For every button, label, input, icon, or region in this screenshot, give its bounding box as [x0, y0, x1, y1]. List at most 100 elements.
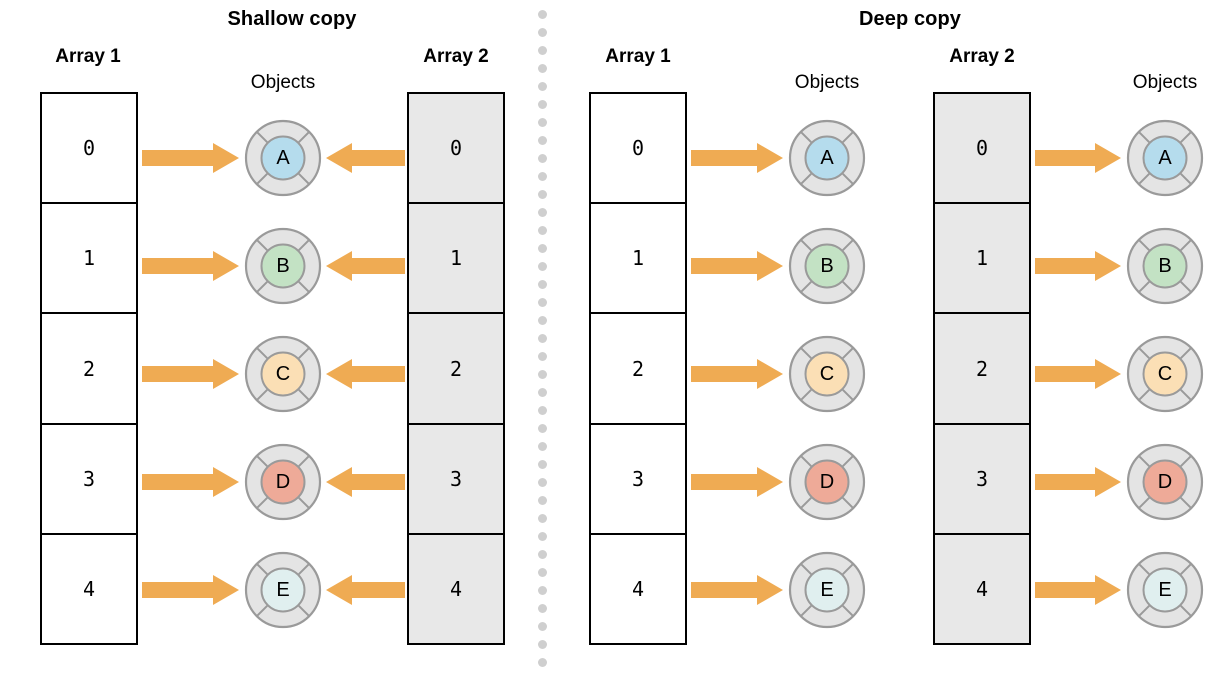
arrow-glyph — [691, 251, 783, 281]
object-icon-glyph — [1126, 335, 1204, 413]
divider-dot — [538, 262, 547, 271]
divider-dot — [538, 10, 547, 19]
arrow-right — [142, 573, 239, 607]
divider-dot — [538, 640, 547, 649]
arrow-glyph — [1035, 143, 1121, 173]
array-cell: 1 — [409, 204, 503, 315]
divider-dot — [538, 172, 547, 181]
panel-title-deep: Deep copy — [858, 8, 962, 30]
array-cell: 1 — [935, 204, 1029, 315]
divider-dot — [538, 442, 547, 451]
array-cell: 3 — [409, 425, 503, 535]
arrow-glyph — [691, 467, 783, 497]
array-cell: 0 — [591, 94, 685, 205]
arrow-glyph — [1035, 575, 1121, 605]
divider-dot — [538, 388, 547, 397]
arrow-right — [691, 357, 783, 391]
divider-dot — [538, 352, 547, 361]
object-icon-C: C — [787, 334, 867, 414]
divider-dot — [538, 154, 547, 163]
array-cell: 3 — [42, 425, 136, 535]
array-cell: 0 — [42, 94, 136, 205]
object-icon-glyph — [244, 443, 322, 521]
divider-dot — [538, 550, 547, 559]
object-icon-glyph — [788, 227, 866, 305]
arrow-right — [142, 465, 239, 499]
arrow-glyph — [142, 251, 239, 281]
divider-dot — [538, 82, 547, 91]
divider-dot — [538, 334, 547, 343]
arrow-right — [691, 465, 783, 499]
array-cell: 4 — [449, 576, 463, 601]
divider-dot — [538, 280, 547, 289]
divider-dot — [538, 370, 547, 379]
divider-dot — [538, 424, 547, 433]
arrow-glyph — [691, 359, 783, 389]
divider-dot — [538, 298, 547, 307]
arrow-glyph — [142, 359, 239, 389]
arrow-glyph — [326, 467, 405, 497]
array-cell: 4 — [975, 576, 989, 601]
arrow-right — [1035, 249, 1121, 283]
array-cell: 2 — [591, 314, 685, 425]
divider-dot — [538, 622, 547, 631]
column-label-deep-array1: Array 1 — [605, 46, 671, 67]
object-icon-D: D — [243, 442, 323, 522]
divider-dot — [538, 406, 547, 415]
divider-dot — [538, 46, 547, 55]
object-icon-C: C — [243, 334, 323, 414]
array-cell: 3 — [591, 425, 685, 535]
object-icon-B: B — [787, 226, 867, 306]
arrow-glyph — [1035, 251, 1121, 281]
divider-dot — [538, 118, 547, 127]
panel-divider — [538, 10, 548, 667]
array-cell: 2 — [409, 314, 503, 425]
object-icon-glyph — [788, 443, 866, 521]
arrow-right — [1035, 573, 1121, 607]
arrow-right — [1035, 357, 1121, 391]
arrow-glyph — [142, 467, 239, 497]
divider-dot — [538, 100, 547, 109]
object-icon-glyph — [1126, 119, 1204, 197]
object-icon-glyph — [788, 551, 866, 629]
object-icon-A: A — [787, 118, 867, 198]
object-icon-glyph — [244, 119, 322, 197]
arrow-glyph — [326, 143, 405, 173]
object-icon-glyph — [244, 335, 322, 413]
object-icon-A: A — [243, 118, 323, 198]
divider-dot — [538, 208, 547, 217]
arrow-glyph — [326, 359, 405, 389]
arrow-glyph — [142, 143, 239, 173]
object-icon-E: E — [1125, 550, 1205, 630]
object-icon-E: E — [243, 550, 323, 630]
array-cell: 1 — [591, 204, 685, 315]
object-icon-glyph — [1126, 227, 1204, 305]
column-label-shallow-array1: Array 1 — [55, 46, 121, 67]
arrow-left — [326, 357, 405, 391]
array-cell: 1 — [42, 204, 136, 315]
object-icon-glyph — [788, 335, 866, 413]
arrow-glyph — [691, 575, 783, 605]
object-icon-E: E — [787, 550, 867, 630]
arrow-right — [1035, 141, 1121, 175]
array-cell: 4 — [631, 576, 645, 601]
array-cell: 3 — [935, 425, 1029, 535]
arrow-glyph — [1035, 467, 1121, 497]
arrow-left — [326, 465, 405, 499]
divider-dot — [538, 514, 547, 523]
arrow-left — [326, 573, 405, 607]
object-icon-A: A — [1125, 118, 1205, 198]
divider-dot — [538, 604, 547, 613]
arrow-glyph — [142, 575, 239, 605]
divider-dot — [538, 568, 547, 577]
divider-dot — [538, 658, 547, 667]
arrow-right — [142, 141, 239, 175]
divider-dot — [538, 478, 547, 487]
arrow-right — [691, 573, 783, 607]
divider-dot — [538, 460, 547, 469]
object-icon-B: B — [243, 226, 323, 306]
object-icon-B: B — [1125, 226, 1205, 306]
array-cell: 0 — [409, 94, 503, 205]
